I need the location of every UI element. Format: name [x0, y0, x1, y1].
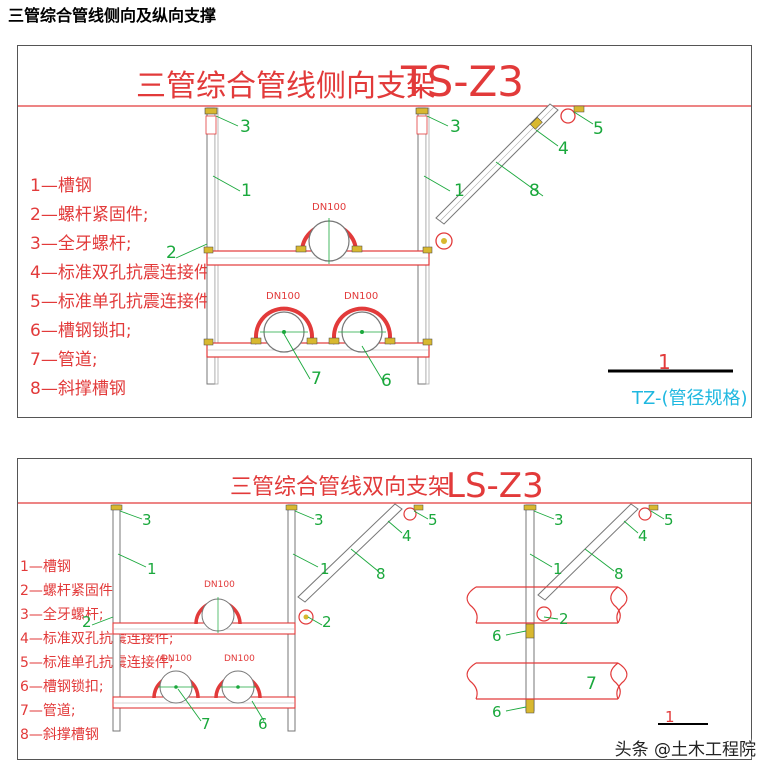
callout-number: 2: [559, 610, 569, 628]
callout-numbers-side: 1 2 3 4 5 6 6 7 8: [492, 511, 674, 721]
tz-number: 1: [658, 350, 671, 374]
callout-number: 4: [558, 139, 569, 159]
callout-number: 5: [428, 511, 438, 529]
side-view: [466, 503, 659, 714]
panel2-legend: 1—槽钢 2—螺杆紧固件; 3—全牙螺杆; 4—标准双孔抗震连接件; 5—标准单…: [20, 559, 174, 743]
diagonal-brace-channel: [297, 503, 424, 625]
legend-item: 2—螺杆紧固件;: [30, 205, 149, 225]
panel2-title: 三管综合管线双向支架: [230, 475, 450, 500]
callout-number: 1: [147, 560, 157, 578]
legend-item: 1—槽钢: [20, 559, 71, 575]
callout-number: 6: [492, 627, 502, 645]
crossbeam-lower: [203, 338, 433, 358]
legend-item: 1—槽钢: [30, 176, 92, 196]
callout-number: 8: [614, 565, 624, 583]
pipe-lower-right-dn100: DN100: [328, 291, 396, 353]
callout-number: 3: [142, 511, 152, 529]
callout-number: 3: [240, 117, 251, 137]
callout-number: 7: [311, 369, 322, 389]
callout-number: 1: [553, 560, 563, 578]
pipe-lower-right-dn100: DN100: [214, 654, 262, 704]
callout-number: 6: [381, 371, 392, 391]
legend-item: 2—螺杆紧固件;: [20, 583, 118, 599]
callout-number: 6: [258, 715, 268, 733]
callout-number: 2: [82, 613, 92, 631]
legend-item: 5—标准单孔抗震连接件;: [20, 654, 174, 671]
legend-item: 6—槽钢锁扣;: [30, 321, 132, 341]
legend-item: 7—管道;: [30, 350, 98, 370]
callout-number: 5: [593, 119, 604, 139]
vertical-channel-left: [110, 504, 123, 732]
callout-number: 3: [554, 511, 564, 529]
tz-label: TZ-(管径规格): [631, 388, 748, 409]
callout-number: 3: [450, 117, 461, 137]
legend-item: 8—斜撑槽钢: [30, 379, 126, 399]
panel1-title: 三管综合管线侧向支架: [136, 69, 436, 104]
callout-number: 5: [664, 511, 674, 529]
panel-lateral-support: 三管综合管线侧向支架 TS-Z3 1—槽钢 2—螺杆紧固件; 3—全牙螺杆; 4…: [17, 45, 752, 418]
panel1-legend: 1—槽钢 2—螺杆紧固件; 3—全牙螺杆; 4—标准双孔抗震连接件; 5—标准单…: [30, 176, 217, 399]
callout-number: 4: [638, 527, 648, 545]
callout-number: 2: [322, 613, 332, 631]
tz-tag: 1: [658, 708, 708, 726]
pipe-upper-dn100: DN100: [194, 580, 242, 633]
pipe-upper-dn100: DN100: [295, 202, 363, 264]
legend-item: 4—标准双孔抗震连接件;: [30, 263, 217, 283]
legend-item: 6—槽钢锁扣;: [20, 679, 104, 695]
callout-number: 4: [402, 527, 412, 545]
callout-number: 1: [454, 181, 465, 201]
callout-leaders: [91, 510, 665, 722]
legend-item: 5—标准单孔抗震连接件;: [30, 292, 217, 312]
callout-number: 7: [201, 715, 211, 733]
vertical-channel-right: [415, 107, 430, 385]
crossbeam-lower: [112, 696, 296, 709]
panel2-code: LS-Z3: [446, 466, 544, 506]
legend-item: 8—斜撑槽钢: [20, 727, 99, 743]
pipe-label: DN100: [204, 580, 235, 590]
callout-number: 6: [492, 703, 502, 721]
callout-number: 3: [314, 511, 324, 529]
callout-leaders: [175, 111, 594, 382]
tz-number: 1: [665, 708, 675, 726]
diagonal-brace-channel: [435, 103, 585, 250]
callout-numbers-front: 1 1 2 2 3 3 4 5 6 7 8: [82, 511, 438, 733]
tz-tag: 1 TZ-(管径规格): [608, 350, 748, 409]
pipe-label: DN100: [312, 202, 346, 213]
pipe-lower-left-dn100: DN100: [152, 654, 200, 704]
watermark: 头条 @土木工程院: [614, 740, 756, 760]
callout-number: 8: [529, 181, 540, 201]
callout-number: 8: [376, 565, 386, 583]
vertical-channel-right: [285, 504, 298, 732]
callout-number: 1: [320, 560, 330, 578]
pipe-longitudinal-lower: [466, 662, 628, 700]
pipe-label: DN100: [161, 654, 192, 664]
vertical-channel-left: [204, 107, 219, 385]
pipe-lower-left-dn100: DN100: [250, 291, 318, 353]
crossbeam-upper: [112, 622, 296, 635]
page-title: 三管综合管线侧向及纵向支撑: [8, 6, 217, 25]
legend-item: 3—全牙螺杆;: [30, 234, 132, 254]
legend-item: 7—管道;: [20, 703, 76, 719]
callout-number: 2: [166, 243, 177, 263]
callout-number: 7: [586, 674, 597, 694]
callout-number: 1: [241, 181, 252, 201]
panel1-code: TS-Z3: [400, 57, 524, 106]
pipe-label: DN100: [266, 291, 300, 302]
pipe-longitudinal-upper: [466, 586, 628, 624]
pipe-label: DN100: [344, 291, 378, 302]
diagram-bidirectional-support: 三管综合管线双向支架 LS-Z3 1—槽钢 2—螺杆紧固件; 3—全牙螺杆; 4…: [18, 466, 751, 743]
panel-bidirectional-support: 三管综合管线双向支架 LS-Z3 1—槽钢 2—螺杆紧固件; 3—全牙螺杆; 4…: [17, 458, 752, 760]
callout-numbers: 1 1 2 3 3 4 5 6 7 8: [166, 117, 604, 391]
diagram-lateral-support: 三管综合管线侧向支架 TS-Z3 1—槽钢 2—螺杆紧固件; 3—全牙螺杆; 4…: [18, 57, 751, 409]
legend-item: 3—全牙螺杆;: [20, 606, 104, 623]
pipe-label: DN100: [224, 654, 255, 664]
